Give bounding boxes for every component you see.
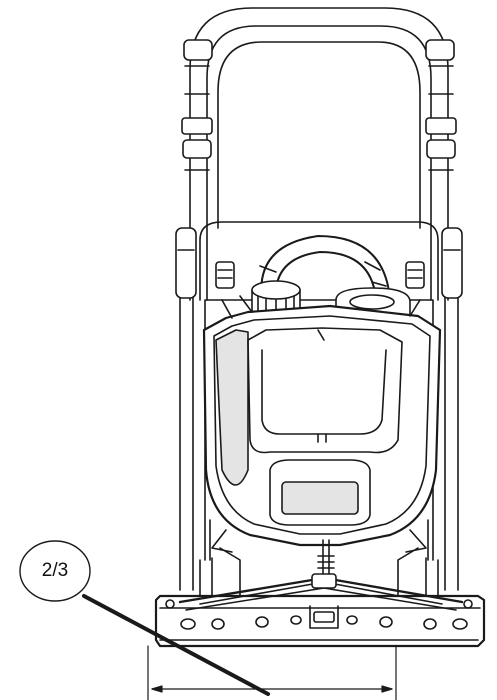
knob-left	[215, 261, 235, 289]
handle-lower-tubes	[175, 227, 463, 591]
knob-right	[405, 261, 425, 289]
handle-bar	[189, 7, 449, 301]
tank-body	[202, 304, 442, 547]
handle-clamp-right	[425, 39, 457, 171]
callout-marker	[19, 540, 270, 696]
lower-struts	[199, 547, 439, 601]
handle-clamp-left	[181, 39, 213, 171]
base-plate	[154, 573, 486, 648]
dimension-line	[147, 645, 397, 700]
